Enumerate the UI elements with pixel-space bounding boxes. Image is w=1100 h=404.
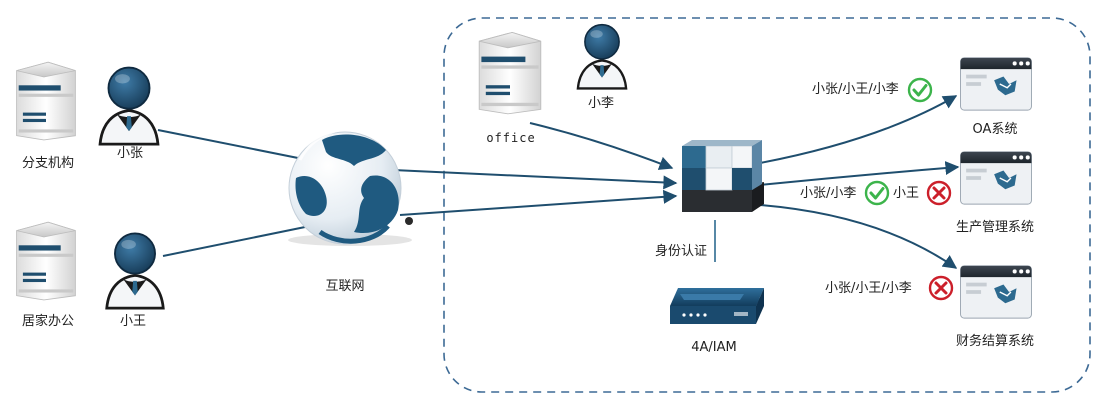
app-window-icon (959, 151, 1033, 205)
iam-label: 4A/IAM (691, 340, 737, 355)
user-zhang-label: 小张 (116, 146, 144, 161)
green-check-icon (864, 180, 890, 206)
user-icon (576, 23, 628, 90)
arrow-internet-gateway-2 (399, 189, 678, 216)
oa-system-label: OA系统 (972, 122, 1018, 137)
app-window-icon (959, 265, 1033, 319)
user-wang-label: 小王 (119, 314, 147, 329)
production-denied-users: 小王 (893, 186, 920, 201)
enterprise-boundary (443, 17, 1091, 393)
network-device-icon (670, 288, 764, 324)
arrow-internet-gateway-1 (392, 169, 678, 190)
auth-label: 身份认证 (655, 244, 708, 259)
arrow-gateway-oa (759, 95, 958, 164)
globe-icon (288, 126, 413, 246)
home-office-label: 居家办公 (21, 314, 75, 329)
finance-system-label: 财务结算系统 (955, 334, 1035, 349)
line-zhang-internet (157, 129, 309, 161)
server-icon (478, 31, 542, 115)
app-window-icon (959, 57, 1033, 111)
arrow-gateway-finance (759, 204, 958, 269)
server-icon (16, 221, 76, 301)
branch-office-label: 分支机构 (21, 156, 75, 171)
user-li-label: 小李 (587, 96, 615, 111)
connection-lines (157, 95, 960, 269)
red-x-icon (928, 275, 954, 301)
red-x-icon (926, 180, 952, 206)
arrow-office-gateway (529, 122, 674, 170)
user-icon (105, 232, 165, 310)
oa-allowed-users: 小张/小王/小李 (812, 82, 899, 97)
finance-denied-users: 小张/小王/小李 (825, 281, 912, 296)
arrow-gateway-production (759, 161, 960, 186)
production-allowed-users: 小张/小李 (800, 186, 857, 201)
server-icon (16, 61, 76, 141)
gateway-icon (682, 140, 764, 212)
user-icon (98, 66, 160, 146)
internet-label: 互联网 (325, 279, 365, 294)
green-check-icon (907, 77, 933, 103)
office-label: office (486, 131, 536, 145)
production-system-label: 生产管理系统 (955, 220, 1035, 235)
line-wang-internet (162, 225, 311, 257)
